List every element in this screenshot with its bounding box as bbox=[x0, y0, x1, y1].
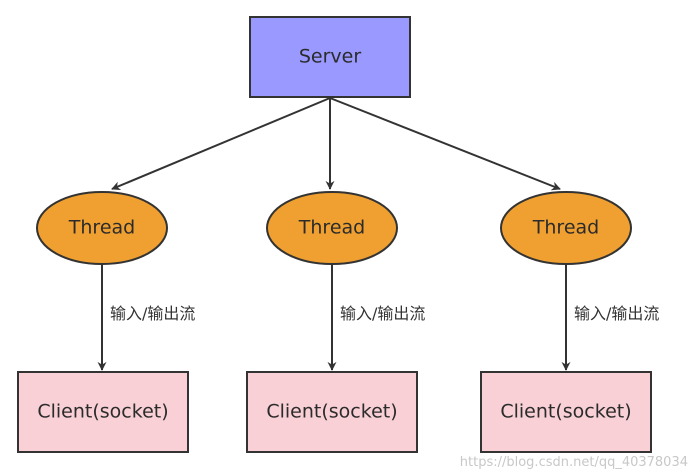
server-box bbox=[249, 16, 411, 98]
thread-node-2 bbox=[266, 191, 398, 265]
client-box-1 bbox=[17, 371, 189, 453]
thread-label-2: Thread bbox=[298, 217, 365, 239]
thread-node-1 bbox=[36, 191, 168, 265]
thread-node-3 bbox=[500, 191, 632, 265]
edge-server-thread-3 bbox=[329, 97, 561, 191]
edge-label-1: 输入/输出流 bbox=[110, 304, 195, 323]
thread-label-3: Thread bbox=[532, 217, 599, 239]
client-box-2 bbox=[246, 371, 418, 453]
edge-server-thread-1 bbox=[111, 97, 331, 191]
watermark-text: https://blog.csdn.net/qq_40378034 bbox=[460, 455, 688, 470]
server-label: Server bbox=[299, 46, 361, 68]
client-label-3: Client(socket) bbox=[500, 401, 631, 423]
client-label-2: Client(socket) bbox=[266, 401, 397, 423]
client-box-3 bbox=[480, 371, 652, 453]
thread-label-1: Thread bbox=[68, 217, 135, 239]
edge-label-2: 输入/输出流 bbox=[340, 304, 425, 323]
edge-label-3: 输入/输出流 bbox=[574, 304, 659, 323]
client-label-1: Client(socket) bbox=[37, 401, 168, 423]
